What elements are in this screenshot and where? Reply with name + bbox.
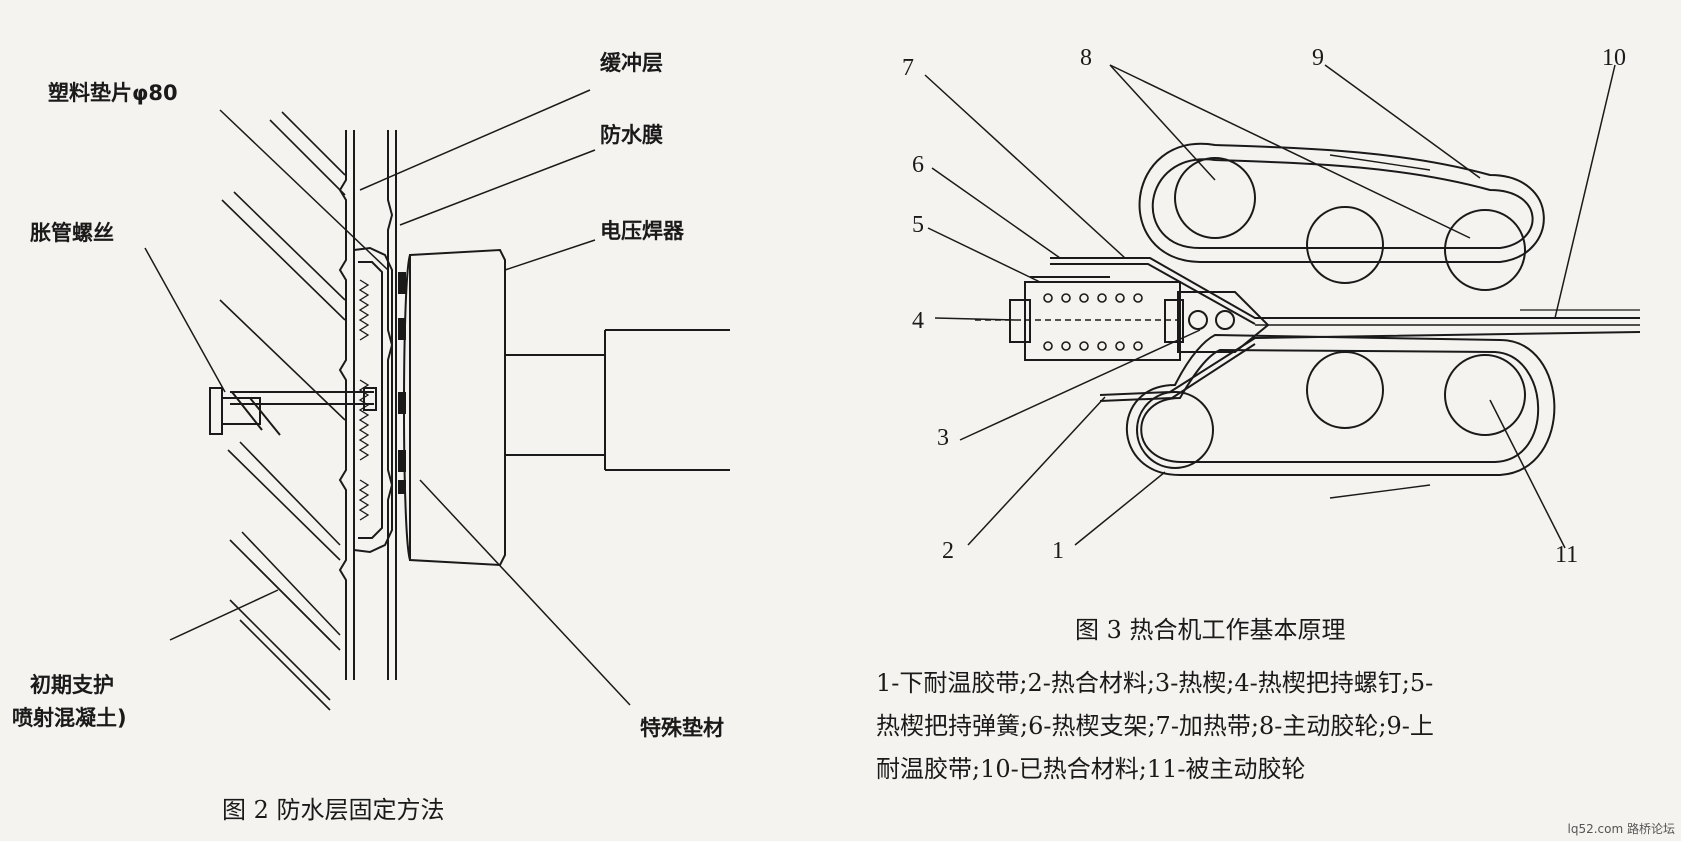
fig3-material-upper bbox=[1050, 257, 1640, 319]
fig3-number-3: 3 bbox=[937, 425, 949, 451]
fig3-upper-belt bbox=[1138, 142, 1545, 263]
fig2-gasket-teeth bbox=[358, 279, 370, 521]
fig2-welder-neck bbox=[504, 354, 606, 456]
fig2-leaders bbox=[144, 89, 631, 706]
fig3-wedge-holder bbox=[1024, 281, 1181, 361]
watermark: lq52.com 路桥论坛 bbox=[1567, 822, 1675, 836]
fig3-leaders bbox=[924, 64, 1616, 549]
fig2-expansion-screw bbox=[209, 387, 377, 436]
fig3-wheel-lower-right bbox=[1444, 354, 1526, 436]
fig2-diagram bbox=[144, 89, 730, 711]
fig3-caption: 图 3 热合机工作基本原理 bbox=[1075, 616, 1346, 644]
fig2-plastic-gasket bbox=[353, 246, 393, 554]
fig3-wheel-lower-left bbox=[1136, 391, 1214, 469]
fig2-label-voltage-welder: 电压焊器 bbox=[600, 219, 685, 243]
fig2-welder-body bbox=[409, 248, 506, 567]
fig2-welder-handle bbox=[604, 329, 730, 471]
fig3-legend-line-2: 热楔把持弹簧;6-热楔支架;7-加热带;8-主动胶轮;9-上 bbox=[876, 712, 1434, 740]
fig3-number-6: 6 bbox=[912, 152, 924, 178]
fig3-number-8: 8 bbox=[1080, 45, 1092, 71]
fig2-label-plastic-gasket: 塑料垫片φ80 bbox=[48, 81, 178, 105]
fig2-label-initial-support-1: 初期支护 bbox=[30, 673, 114, 697]
fig3-wheel-upper-right bbox=[1444, 209, 1526, 291]
fig3-number-7: 7 bbox=[902, 55, 914, 81]
fig3-wheel-lower-mid bbox=[1306, 351, 1384, 429]
fig3-hot-wedge bbox=[1177, 291, 1270, 353]
fig3-number-4: 4 bbox=[912, 308, 924, 334]
fig3-legend-line-3: 耐温胶带;10-已热合材料;11-被主动胶轮 bbox=[876, 755, 1306, 783]
fig2-label-initial-support-2: 喷射混凝土) bbox=[12, 706, 127, 730]
fig3-diagram bbox=[924, 64, 1641, 549]
fig3-material-lower bbox=[1099, 331, 1641, 396]
fig3-number-5: 5 bbox=[912, 212, 924, 238]
fig3-number-9: 9 bbox=[1312, 45, 1324, 71]
fig3-wheel-upper-mid bbox=[1306, 206, 1384, 284]
fig2-label-expansion-screw: 胀管螺丝 bbox=[30, 221, 114, 245]
fig3-legend: 1-下耐温胶带;2-热合材料;3-热楔;4-热楔把持螺钉;5- 热楔把持弹簧;6… bbox=[876, 662, 1676, 791]
fig3-number-11: 11 bbox=[1555, 542, 1578, 568]
fig3-spring bbox=[1043, 293, 1143, 351]
fig3-legend-line-1: 1-下耐温胶带;2-热合材料;3-热楔;4-热楔把持螺钉;5- bbox=[876, 669, 1434, 697]
fig3-wheel-upper-left bbox=[1174, 157, 1256, 239]
fig2-label-buffer-layer: 缓冲层 bbox=[600, 51, 663, 75]
fig2-label-special-pad: 特殊垫材 bbox=[640, 716, 724, 740]
fig2-concrete-surface bbox=[338, 130, 347, 680]
fig2-rock-hatching bbox=[219, 111, 346, 711]
fig2-caption: 图 2 防水层固定方法 bbox=[222, 796, 445, 824]
fig2-weld-pads bbox=[398, 272, 406, 494]
fig3-number-2: 2 bbox=[942, 538, 954, 564]
fig3-number-10: 10 bbox=[1602, 45, 1626, 71]
fig3-number-1: 1 bbox=[1052, 538, 1064, 564]
fig2-label-waterproof-membrane: 防水膜 bbox=[600, 123, 663, 147]
fig3-lower-belt bbox=[1125, 333, 1556, 476]
